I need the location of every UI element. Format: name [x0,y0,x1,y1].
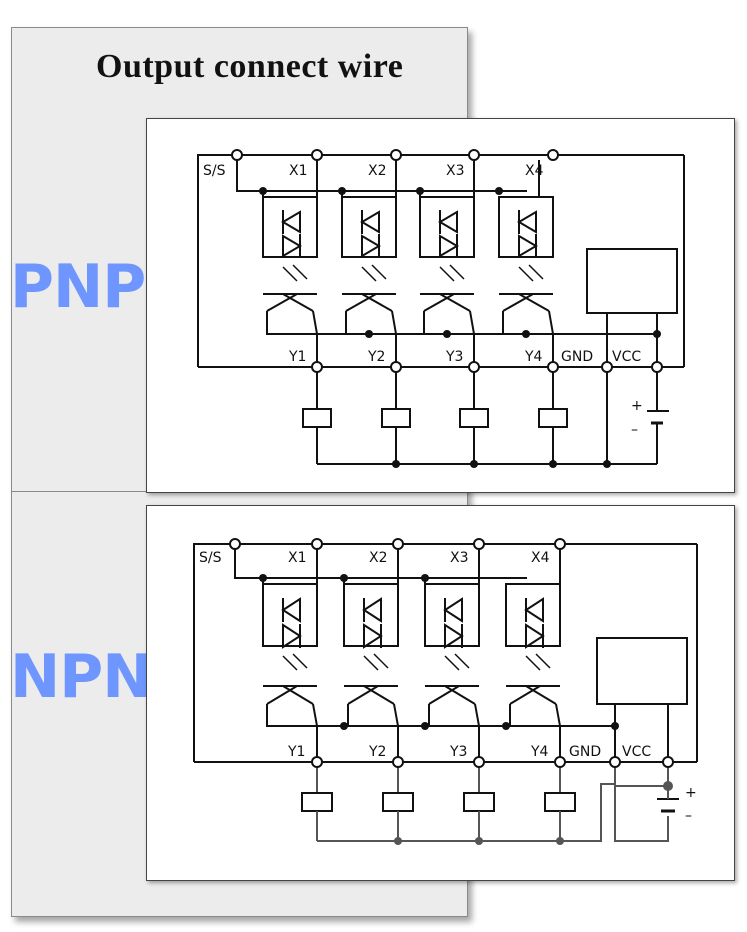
diode-icon [361,234,381,258]
channel-4 [498,160,554,367]
diode-icon [525,623,545,649]
diode-icon [524,597,544,623]
load-relay-4 [544,792,576,812]
terminal-label-y4: Y4 [530,744,549,760]
diode-icon [362,597,382,623]
npn-circuit-card: S/S X1 X2 X3 X4 Y1 Y2 Y3 Y4 GND VCC + – [146,505,735,881]
terminal-label-y3: Y3 [445,349,463,365]
diode-icon [439,234,459,258]
battery-minus-sign: – [631,422,638,438]
load-relay-3 [459,408,489,428]
load-junction-dots [394,781,673,845]
load-relay-1 [301,792,333,812]
battery-plus-sign: + [631,398,643,414]
terminal-label-gnd: GND [561,349,593,365]
terminal-label-x3: X3 [446,163,465,179]
load-relay-2 [381,408,411,428]
ss-wire [236,160,263,192]
terminal-label-y1: Y1 [287,744,305,760]
terminal-label-ss: S/S [203,163,226,179]
npn-label: NPN [10,642,152,712]
terminal-label-x4: X4 [531,550,550,566]
page-title: Output connect wire [96,48,404,85]
pnp-circuit-card: S/S X1 X2 X3 X4 Y1 Y2 Y3 Y4 GND VCC + – [146,118,735,493]
terminal-label-y1: Y1 [288,349,306,365]
diode-icon [443,597,463,623]
terminal-label-x2: X2 [368,163,387,179]
junction-dots [259,574,619,730]
pnp-circuit-diagram: S/S X1 X2 X3 X4 Y1 Y2 Y3 Y4 GND VCC + – [197,149,685,468]
battery-plus-sign: + [685,785,697,801]
ss-wire [234,549,263,579]
outer-wire [197,154,232,367]
load-wiring [301,767,679,842]
terminal-label-gnd: GND [569,744,601,760]
terminal-label-vcc: VCC [612,349,641,365]
battery-minus-sign: – [685,808,692,824]
power-module-box [596,637,688,705]
junction-dots [259,187,661,468]
terminal-label-y4: Y4 [524,349,543,365]
terminal-label-x1: X1 [289,163,308,179]
terminals [231,149,663,373]
terminal-label-y2: Y2 [367,349,385,365]
load-wiring [302,372,669,465]
diode-icon [518,234,538,258]
diode-icon [438,210,458,234]
diode-icon [282,623,302,649]
diode-icon [281,210,301,234]
terminal-label-x4: X4 [525,163,544,179]
terminal-label-y2: Y2 [368,744,386,760]
power-module-box [586,248,678,314]
terminal-label-x2: X2 [369,550,388,566]
terminal-label-ss: S/S [199,550,222,566]
terminal-label-y3: Y3 [449,744,467,760]
diode-icon [360,210,380,234]
channel-2 [343,547,399,762]
load-relay-3 [463,792,495,812]
diode-icon [363,623,383,649]
channel-3 [424,547,480,762]
diode-icon [444,623,464,649]
pnp-label: PNP [10,252,146,322]
load-relay-1 [302,408,332,428]
outer-wire [193,543,230,762]
channel-4 [505,547,561,762]
terminal-label-x1: X1 [288,550,307,566]
diode-icon [281,597,301,623]
terminals [229,538,674,768]
npn-circuit-diagram: S/S X1 X2 X3 X4 Y1 Y2 Y3 Y4 GND VCC + – [193,538,698,845]
diode-icon [517,210,537,234]
terminal-label-x3: X3 [450,550,469,566]
diode-icon [282,234,302,258]
channel-1 [262,547,318,762]
load-relay-2 [382,792,414,812]
load-relay-4 [538,408,568,428]
terminal-label-vcc: VCC [622,744,651,760]
